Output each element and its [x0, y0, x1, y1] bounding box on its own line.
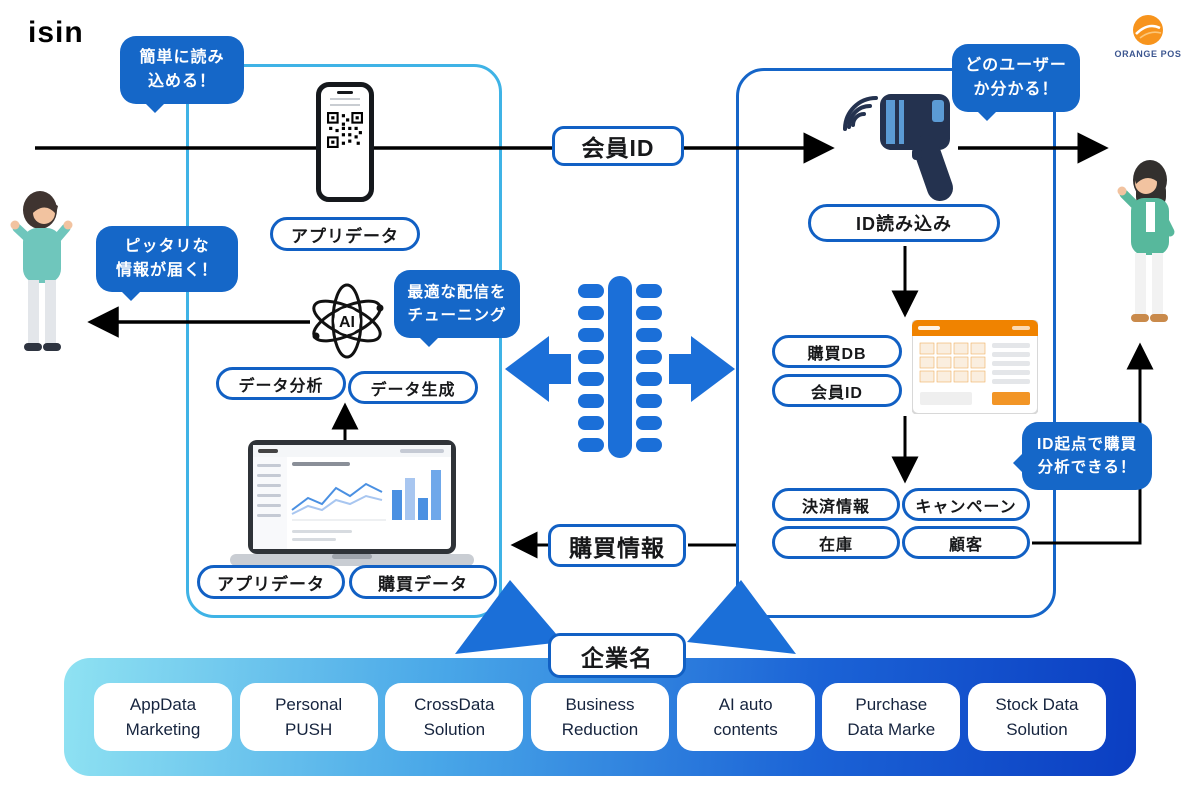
pos-screen-icon [912, 320, 1038, 414]
hub-arrow-right [669, 336, 735, 402]
bubble-id-analysis: ID起点で購買 分析できる！ [1013, 422, 1152, 490]
isin-logo: isin [28, 16, 84, 49]
person-left-illustration [10, 191, 73, 351]
service-card-line1: Stock Data [995, 694, 1079, 714]
service-card: Purchase Data Marke [822, 683, 961, 751]
label-member-id-small: 会員ID [772, 374, 902, 407]
ai-icon-label: AI [339, 314, 355, 331]
label-campaign: キャンペーン [902, 488, 1030, 521]
pos-side-panel [736, 68, 1056, 618]
label-id-reading: ID読み込み [808, 204, 1000, 242]
bubble-line: か分かる！ [973, 81, 1059, 98]
label-purchase-db: 購買DB [772, 335, 902, 368]
orangepos-logo: ORANGE POS [1102, 14, 1194, 59]
phone-text-line [330, 98, 360, 100]
label-app-data-top: アプリデータ [270, 217, 420, 251]
app-side-panel [186, 64, 502, 618]
label-stock: 在庫 [772, 526, 900, 559]
label-payment-info: 決済情報 [772, 488, 900, 521]
orangepos-logo-text: ORANGE POS [1114, 49, 1182, 59]
service-card-line2: Solution [1006, 720, 1068, 739]
service-card: Personal PUSH [239, 683, 378, 751]
orangepos-logo-icon [1133, 15, 1163, 45]
service-card-line2: contents [713, 720, 778, 739]
bubble-line: どのユーザー [965, 57, 1067, 74]
bubble-tuning: 最適な配信を チューニング [394, 270, 520, 347]
bubble-line: 分析できる！ [1037, 459, 1137, 476]
service-card-line1: Business [565, 694, 635, 714]
bubble-easy-read: 簡単に読み 込める！ [120, 36, 244, 113]
label-member-id-main: 会員ID [552, 126, 684, 166]
label-data-generation: データ生成 [348, 371, 478, 404]
label-purchase-data: 購買データ [349, 565, 497, 599]
laptop-dashboard-icon [230, 440, 474, 566]
service-card: CrossData Solution [385, 683, 524, 751]
services-bar: AppData Marketing Personal PUSH CrossDat… [64, 658, 1136, 776]
service-card-line2: PUSH [285, 720, 333, 739]
bubble-line: 最適な配信を [407, 283, 507, 301]
bubble-line: 込める！ [147, 73, 216, 90]
label-company-name: 企業名 [548, 633, 686, 678]
label-customer: 顧客 [902, 526, 1030, 559]
service-card-line2: Marketing [125, 720, 201, 739]
service-card-line1: AI auto [718, 694, 773, 714]
bubble-which-user: どのユーザー か分かる！ [952, 44, 1080, 121]
service-card-line1: CrossData [414, 694, 495, 714]
label-purchase-info: 購買情報 [548, 524, 686, 567]
bubble-line: ID起点で購買 [1036, 435, 1137, 453]
phone-text-line [330, 104, 360, 106]
phone-speaker [337, 91, 353, 94]
service-card-line2: Reduction [561, 720, 639, 739]
bubble-fitting-info: ピッタリな 情報が届く！ [96, 226, 238, 301]
service-card-line1: AppData [129, 694, 197, 714]
qr-code-icon [327, 112, 363, 148]
barcode-scanner-icon [843, 94, 953, 201]
label-data-analysis: データ分析 [216, 367, 346, 400]
bubble-line: 簡単に読み [139, 49, 225, 66]
service-card: AI auto contents [676, 683, 815, 751]
bubble-line: ピッタリな [124, 238, 210, 255]
person-right-illustration [1117, 160, 1175, 322]
service-card-line2: Solution [423, 720, 486, 739]
service-card-line1: Purchase [855, 694, 928, 714]
service-card-line1: Personal [275, 694, 343, 714]
service-card-line2: Data Marke [847, 720, 936, 739]
bubble-line: チューニング [407, 307, 507, 324]
smartphone-qr-icon [316, 82, 374, 202]
service-card: Stock Data Solution [967, 683, 1106, 751]
data-hub-icon [578, 276, 662, 458]
label-app-data-bottom: アプリデータ [197, 565, 345, 599]
service-card: AppData Marketing [94, 683, 232, 751]
service-card: Business Reduction [530, 683, 669, 751]
bubble-line: 情報が届く！ [115, 262, 218, 279]
ai-engine-icon: AI [312, 283, 384, 359]
